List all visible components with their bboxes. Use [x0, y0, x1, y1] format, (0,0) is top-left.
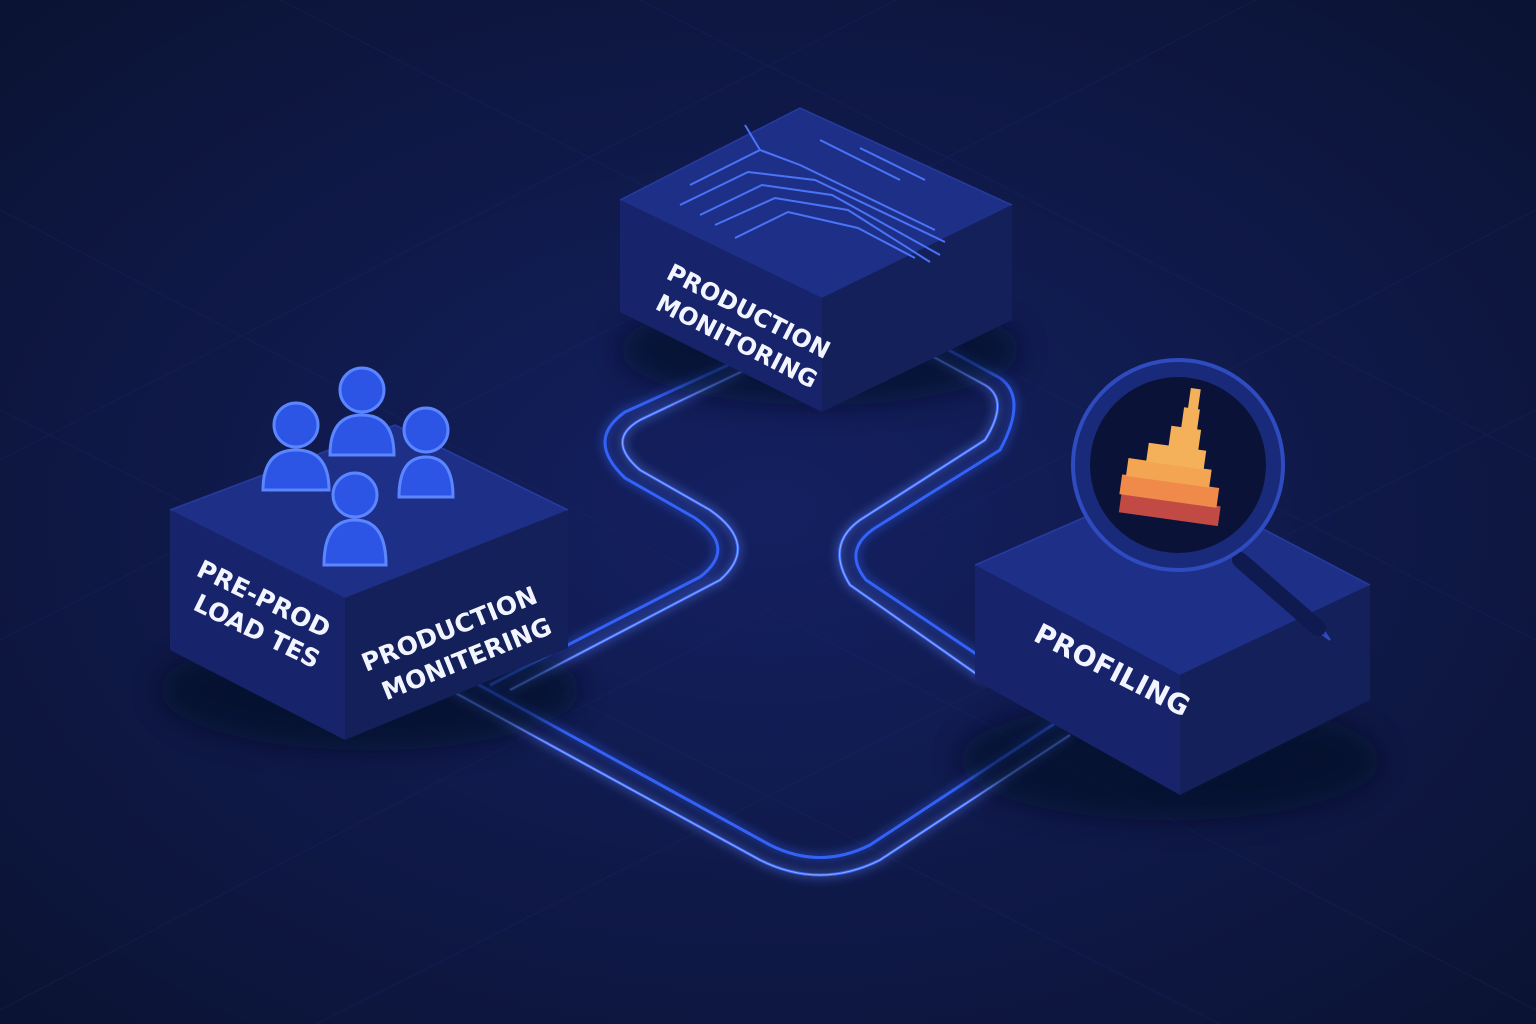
- magnifier-flame-graph-icon: [1071, 358, 1331, 641]
- preprod-block[interactable]: PRE-PROD LOAD TES PRODUCTION MONITERING: [160, 366, 580, 750]
- profiling-block-top: [975, 480, 1370, 675]
- connector-left-inner: [469, 678, 1061, 859]
- preprod-block-right: [345, 510, 568, 740]
- monitoring-block-right: [822, 205, 1012, 412]
- connector-lines: [449, 285, 1071, 877]
- profiling-block[interactable]: PROFILING: [960, 358, 1380, 820]
- user-icon-1: [261, 401, 331, 492]
- user-icon-2: [328, 366, 396, 457]
- line-chart-icon: [679, 124, 946, 263]
- monitoring-block-top: [620, 108, 1012, 298]
- users-group-icon: [261, 366, 455, 567]
- monitoring-block[interactable]: PRODUCTION MONITORING: [619, 107, 1020, 412]
- profiling-block-left: [975, 565, 1180, 795]
- user-icon-3: [397, 406, 455, 499]
- monitoring-block-left: [620, 200, 822, 412]
- profiling-block-right: [1180, 585, 1370, 795]
- flame-graph: [1118, 388, 1221, 527]
- user-icon-4: [322, 471, 388, 567]
- preprod-block-left: [170, 510, 345, 740]
- connector-monitor-to-left-inner: [489, 360, 736, 687]
